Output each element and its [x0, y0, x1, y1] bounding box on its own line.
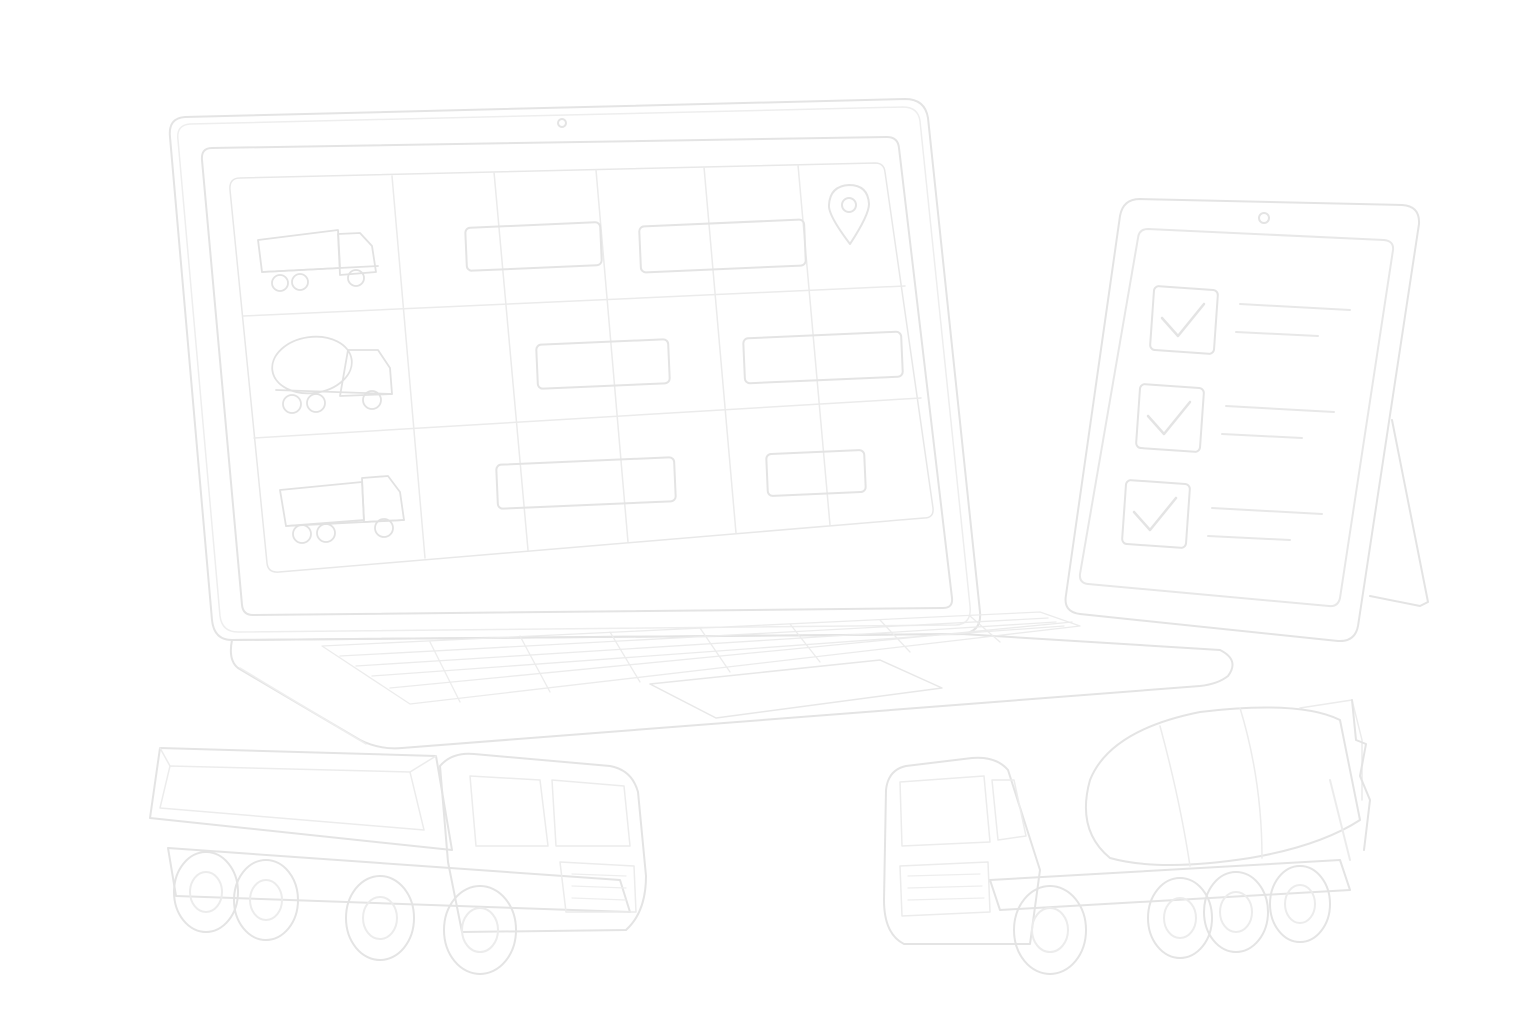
tablet-kickstand	[1369, 419, 1429, 607]
trackpad	[649, 659, 943, 719]
map-pin-icon	[827, 184, 870, 245]
wheels	[1013, 865, 1331, 975]
mixer-drum	[1084, 706, 1361, 866]
checkbox-checked	[1121, 479, 1191, 549]
schedule-bar	[765, 449, 867, 497]
tablet	[1064, 198, 1429, 643]
checklist	[1121, 285, 1351, 549]
schedule-bar	[742, 330, 904, 385]
truck-cab	[883, 756, 1041, 945]
tablet-body	[1064, 198, 1421, 643]
dump-bed	[149, 747, 453, 851]
schedule-bar	[464, 221, 603, 272]
checkmark-icon	[1146, 400, 1192, 436]
checkbox-checked	[1149, 285, 1219, 355]
checkmark-icon	[1132, 496, 1178, 532]
concrete-mixer-truck-icon	[271, 335, 393, 414]
schedule-bar	[638, 218, 807, 274]
tablet-camera-icon	[1258, 212, 1270, 224]
laptop	[168, 98, 1234, 750]
checkbox-checked	[1135, 383, 1205, 453]
tablet-screen	[1078, 228, 1395, 608]
truck-cab	[439, 752, 647, 933]
checklist-item	[1149, 285, 1351, 355]
wheels	[173, 851, 517, 975]
checklist-item	[1121, 479, 1323, 549]
checkmark-icon	[1160, 302, 1206, 338]
laptop-base	[229, 633, 1234, 750]
dump-truck-icon	[279, 475, 405, 544]
dump-truck-icon	[257, 229, 379, 292]
keyboard	[321, 611, 1081, 705]
schedule-bar	[535, 338, 671, 390]
checklist-item	[1135, 383, 1335, 453]
laptop-screen	[200, 136, 954, 616]
schedule-bar	[495, 456, 677, 510]
webcam-icon	[557, 118, 567, 128]
laptop-lid	[168, 98, 982, 641]
schedule-panel	[229, 162, 934, 573]
dump-truck-icon	[149, 747, 647, 975]
concrete-mixer-truck-icon	[883, 699, 1371, 975]
